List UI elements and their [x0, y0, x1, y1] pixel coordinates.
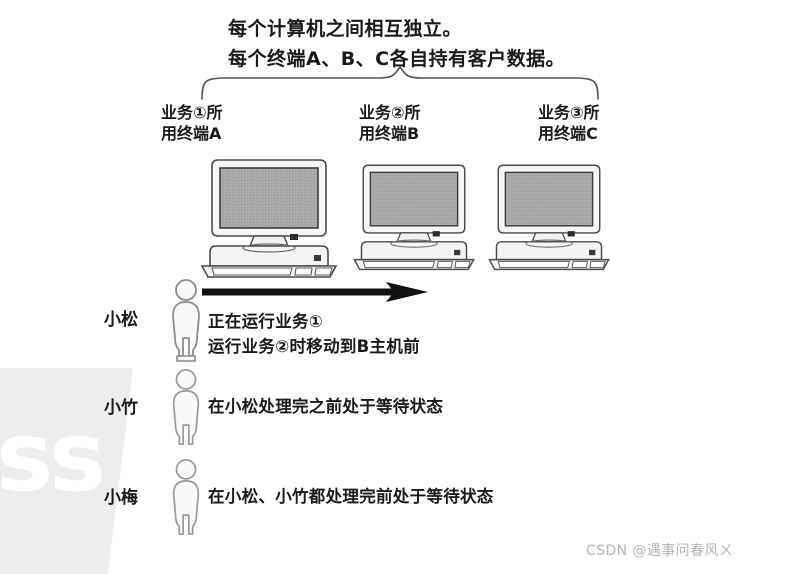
person-description-3: 在小松、小竹都处理完前处于等待状态 [208, 487, 494, 506]
computer-terminal-a [200, 159, 338, 278]
grouping-brace-icon [201, 66, 599, 100]
person-name-1: 小松 [104, 310, 138, 330]
terminal-label-a: 业务①所 用终端A [161, 103, 223, 143]
person-figure-3 [172, 459, 200, 536]
movement-arrow-icon [202, 282, 428, 302]
terminal-label-c: 业务③所 用终端C [538, 103, 600, 143]
person-figure-1 [172, 279, 200, 362]
footer-credit: CSDN @遇事问春风ㄨ [586, 543, 734, 559]
person-description-2: 在小松处理完之前处于等待状态 [208, 397, 444, 416]
person-name-3: 小梅 [104, 488, 138, 508]
person-name-2: 小竹 [104, 398, 138, 418]
person-description-1: 正在运行业务① 运行业务②时移动到B主机前 [208, 312, 420, 356]
figure-title-line-1: 每个计算机之间相互独立。 [228, 18, 463, 40]
watermark-glyph: ss [0, 401, 106, 513]
figure-title-line-2: 每个终端A、B、C各自持有客户数据。 [228, 48, 566, 70]
person-figure-2 [172, 369, 200, 446]
computer-terminal-b [353, 164, 475, 271]
computer-terminal-c [488, 164, 610, 271]
terminal-label-b: 业务②所 用终端B [359, 103, 421, 143]
